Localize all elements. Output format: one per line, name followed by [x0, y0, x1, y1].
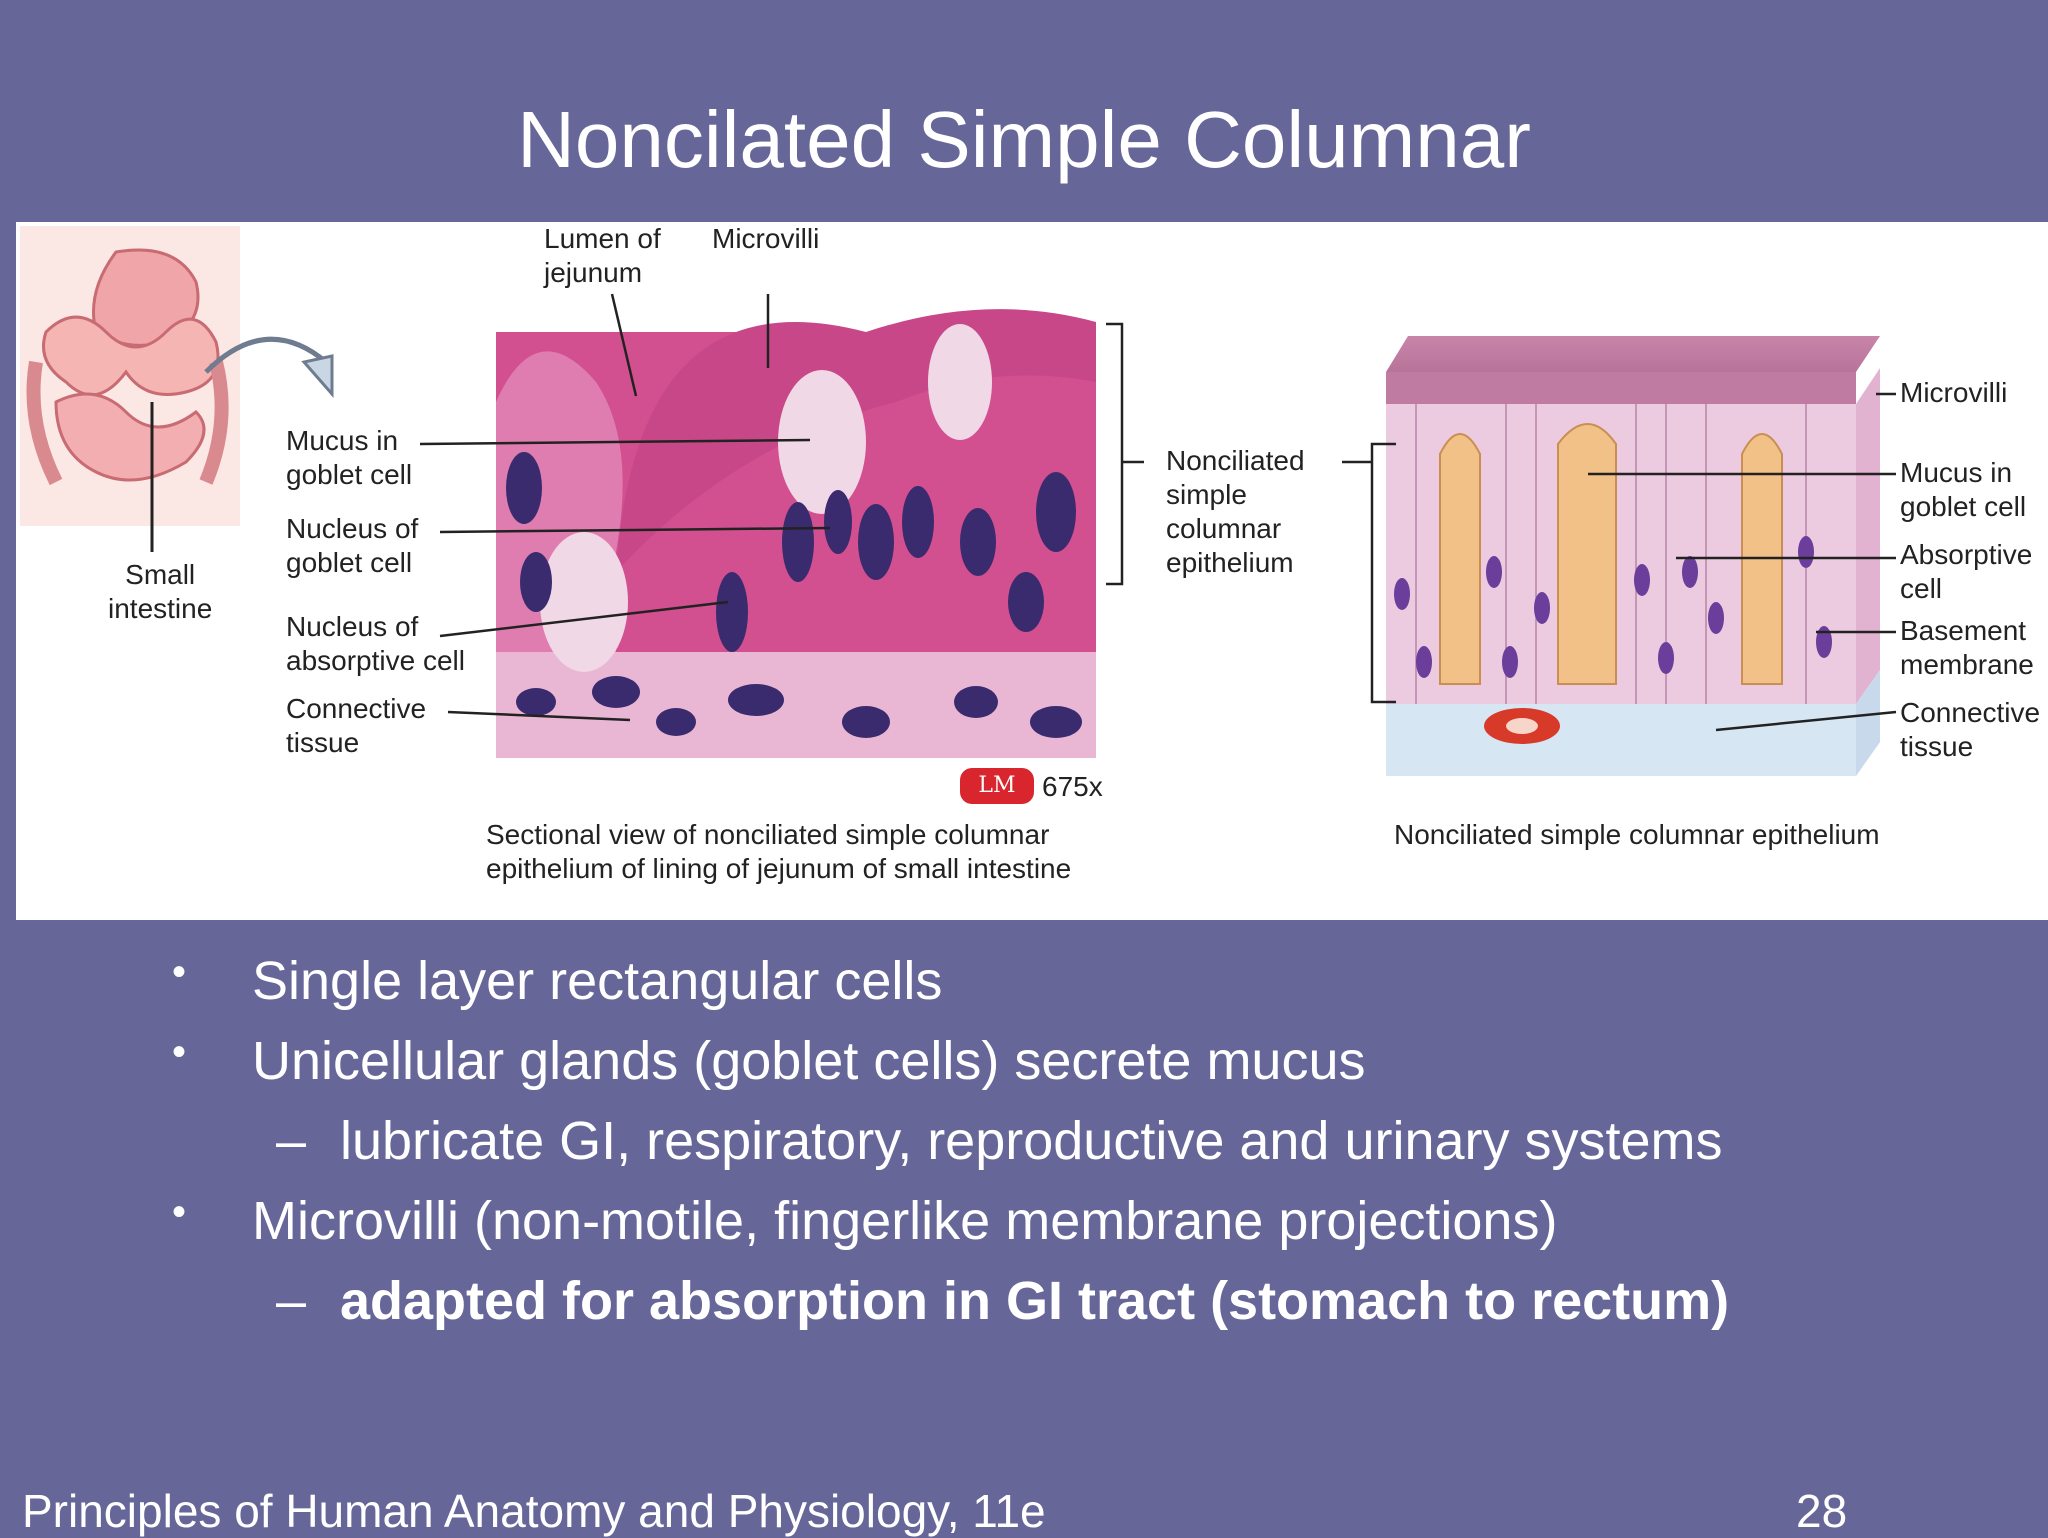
- bullet-glyph: •: [172, 1030, 187, 1074]
- sub-bullet-glyph: –: [276, 1271, 307, 1331]
- bullet-text: Unicellular glands (goblet cells) secret…: [252, 1031, 1366, 1091]
- figure-illustration: [20, 226, 1897, 776]
- label-right-mucus: Mucus in goblet cell: [1900, 457, 2027, 522]
- bullet-text: Single layer rectangular cells: [252, 951, 943, 1011]
- sub-bullet-glyph: –: [276, 1111, 307, 1171]
- label-epithelium: Nonciliated simple columnar epithelium: [1166, 445, 1305, 578]
- figure-panel: Small intestine Lumen of jejunum Microvi…: [16, 222, 2048, 920]
- lm-badge: LM: [960, 768, 1034, 804]
- sub-bullet-text: adapted for absorption in GI tract (stom…: [340, 1271, 1730, 1331]
- label-connective-tissue: Connective tissue: [286, 693, 427, 758]
- bullet-glyph: •: [172, 950, 187, 994]
- magnification-label: 675x: [1042, 771, 1103, 802]
- label-right-connective: Connective tissue: [1900, 697, 2041, 762]
- caption-left: Sectional view of nonciliated simple col…: [486, 819, 1072, 884]
- epithelium-diagram: [1386, 336, 1880, 776]
- label-lumen: Lumen of jejunum: [544, 223, 661, 288]
- footer-text: Principles of Human Anatomy and Physiolo…: [22, 1485, 1046, 1537]
- label-microvilli-micrograph: Microvilli: [712, 223, 820, 254]
- bullet-text: Microvilli (non-motile, fingerlike membr…: [252, 1191, 1558, 1251]
- label-nucleus-goblet: Nucleus of goblet cell: [286, 513, 419, 578]
- leader-lines-left: [419, 293, 1144, 722]
- label-right-absorptive: Absorptive cell: [1900, 539, 2033, 604]
- sub-bullet-text: lubricate GI, respiratory, reproductive …: [340, 1111, 1723, 1171]
- caption-right: Nonciliated simple columnar epithelium: [1394, 819, 1880, 850]
- label-small-intestine: Small intestine: [108, 559, 213, 624]
- page-number: 28: [1796, 1485, 1848, 1537]
- micrograph-image: [496, 309, 1096, 758]
- leader-lines-right: [1342, 392, 1897, 732]
- small-intestine-thumbnail: [20, 226, 240, 552]
- curved-arrow-icon: [204, 336, 328, 374]
- slide-title: Noncilated Simple Columnar: [517, 95, 1531, 184]
- label-right-microvilli: Microvilli: [1900, 377, 2008, 408]
- label-nucleus-absorptive: Nucleus of absorptive cell: [286, 611, 465, 676]
- label-mucus-goblet: Mucus in goblet cell: [286, 425, 413, 490]
- bullet-glyph: •: [172, 1190, 187, 1234]
- label-right-basement: Basement membrane: [1900, 615, 2034, 680]
